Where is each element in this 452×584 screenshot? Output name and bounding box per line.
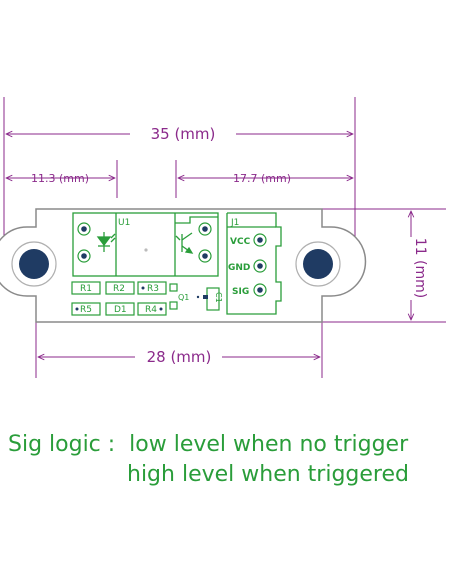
phototransistor-symbol-icon	[175, 232, 194, 254]
u1-pads	[77, 222, 212, 263]
dim-right-offset: 17.7 (mm)	[233, 172, 291, 185]
component-r4	[137, 302, 167, 316]
label-r4: R4	[145, 305, 157, 315]
dim-hole-spacing: 28 (mm)	[147, 348, 212, 366]
dim-total-width: 35 (mm)	[151, 125, 216, 143]
label-c1: C1	[214, 292, 223, 303]
component-r3	[137, 281, 167, 295]
pin-label-vcc: VCC	[230, 237, 251, 247]
label-r3: R3	[147, 284, 159, 294]
j1-label: J1	[230, 218, 239, 228]
sig-logic-caption-line2: high level when triggered	[127, 462, 409, 487]
pin-label-sig: SIG	[232, 287, 249, 297]
label-d1: D1	[114, 305, 127, 315]
dim-height: 11 (mm)	[412, 238, 428, 298]
u1-label: U1	[118, 218, 130, 228]
dim-left-offset: 11.3 (mm)	[31, 172, 89, 185]
label-r5: R5	[80, 305, 92, 315]
u1-outline	[72, 212, 219, 277]
pin-label-gnd: GND	[228, 263, 250, 273]
mounting-hole-left	[11, 241, 57, 287]
sig-logic-caption-line1: Sig logic : low level when no trigger	[8, 432, 409, 457]
component-r2	[105, 281, 135, 295]
label-r1: R1	[80, 284, 92, 294]
led-symbol-icon	[96, 232, 116, 252]
component-r5	[71, 302, 101, 316]
j1-pads	[253, 233, 267, 297]
mounting-hole-right	[295, 241, 341, 287]
component-d1	[105, 302, 135, 316]
label-q1: Q1	[178, 293, 189, 302]
label-r2: R2	[113, 284, 125, 294]
component-r1	[71, 281, 101, 295]
